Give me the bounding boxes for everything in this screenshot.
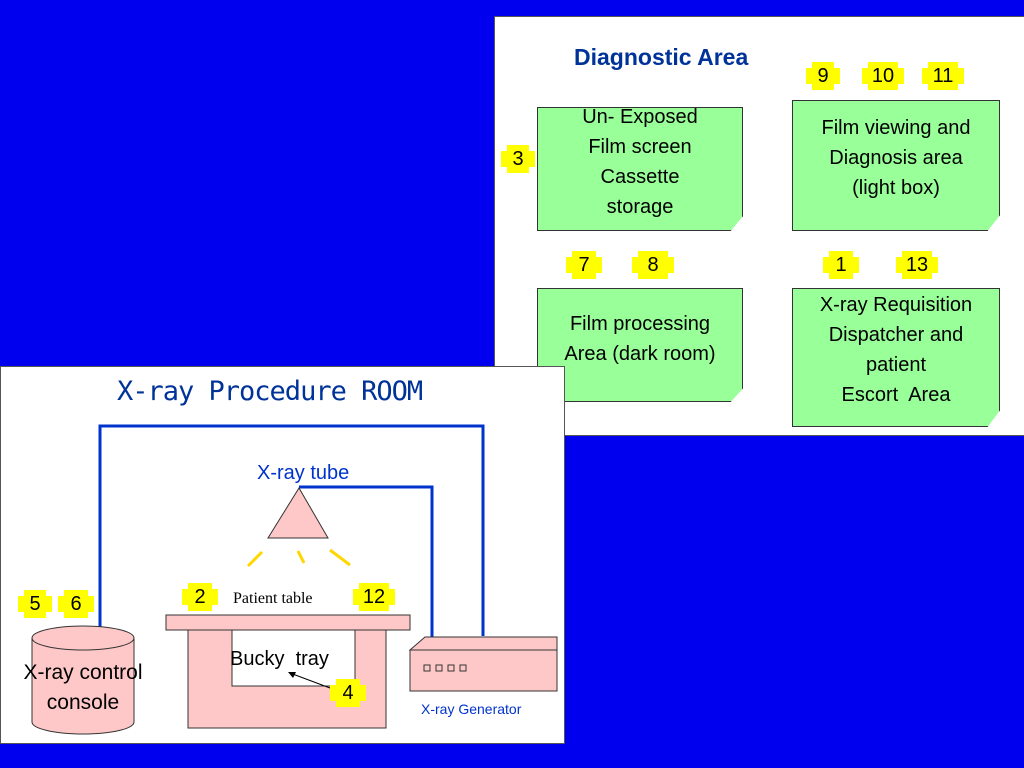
xray-tube-icon <box>267 487 329 539</box>
generator-label: X-ray Generator <box>421 701 522 717</box>
generator-button-1 <box>423 664 431 672</box>
tube-wire <box>299 485 434 640</box>
procedure-room-title: X-ray Procedure ROOM <box>117 376 423 407</box>
console-wire <box>98 424 485 636</box>
ray-left <box>246 550 264 568</box>
bucky-tray-label: Bucky tray <box>230 648 329 670</box>
film-viewing-box: Film viewing and Diagnosis area (light b… <box>792 100 1000 231</box>
generator-button-4 <box>459 664 467 672</box>
badge-4: 4 <box>330 679 366 707</box>
generator-button-3 <box>447 664 455 672</box>
console-top <box>31 625 135 651</box>
badge-11: 11 <box>922 62 964 90</box>
badge-7: 7 <box>566 251 602 279</box>
ray-right <box>329 548 351 567</box>
xray-tube-label: X-ray tube <box>257 462 350 484</box>
diagnostic-area-title: Diagnostic Area <box>574 44 749 70</box>
ray-middle <box>296 550 306 564</box>
badge-12: 12 <box>353 583 395 611</box>
control-console-label: X-ray control console <box>23 661 143 714</box>
badge-2: 2 <box>182 583 218 611</box>
badge-1: 1 <box>823 251 859 279</box>
bucky-pointer-arrow <box>289 672 331 689</box>
generator-button-2 <box>435 664 443 672</box>
film-processing-box: Film processing Area (dark room) <box>537 288 743 402</box>
unexposed-film-storage-label: Un- Exposed Film screen Cassette storage <box>582 106 698 218</box>
requisition-escort-label: X-ray Requisition Dispatcher and patient… <box>819 294 973 406</box>
badge-10: 10 <box>862 62 904 90</box>
requisition-escort-box: X-ray Requisition Dispatcher and patient… <box>792 288 1000 427</box>
patient-table-top <box>165 614 411 631</box>
film-processing-label: Film processing Area (dark room) <box>564 313 716 365</box>
generator-body <box>409 649 558 692</box>
patient-table-label: Patient table <box>233 590 313 607</box>
bucky-pointer-arrowhead <box>288 672 296 678</box>
badge-8: 8 <box>632 251 674 279</box>
badge-6: 6 <box>58 590 94 618</box>
generator-top <box>408 636 558 651</box>
unexposed-film-storage-box: Un- Exposed Film screen Cassette storage <box>537 107 743 231</box>
badge-13: 13 <box>896 251 938 279</box>
film-viewing-label: Film viewing and Diagnosis area (light b… <box>821 117 971 199</box>
console-body <box>31 637 135 735</box>
